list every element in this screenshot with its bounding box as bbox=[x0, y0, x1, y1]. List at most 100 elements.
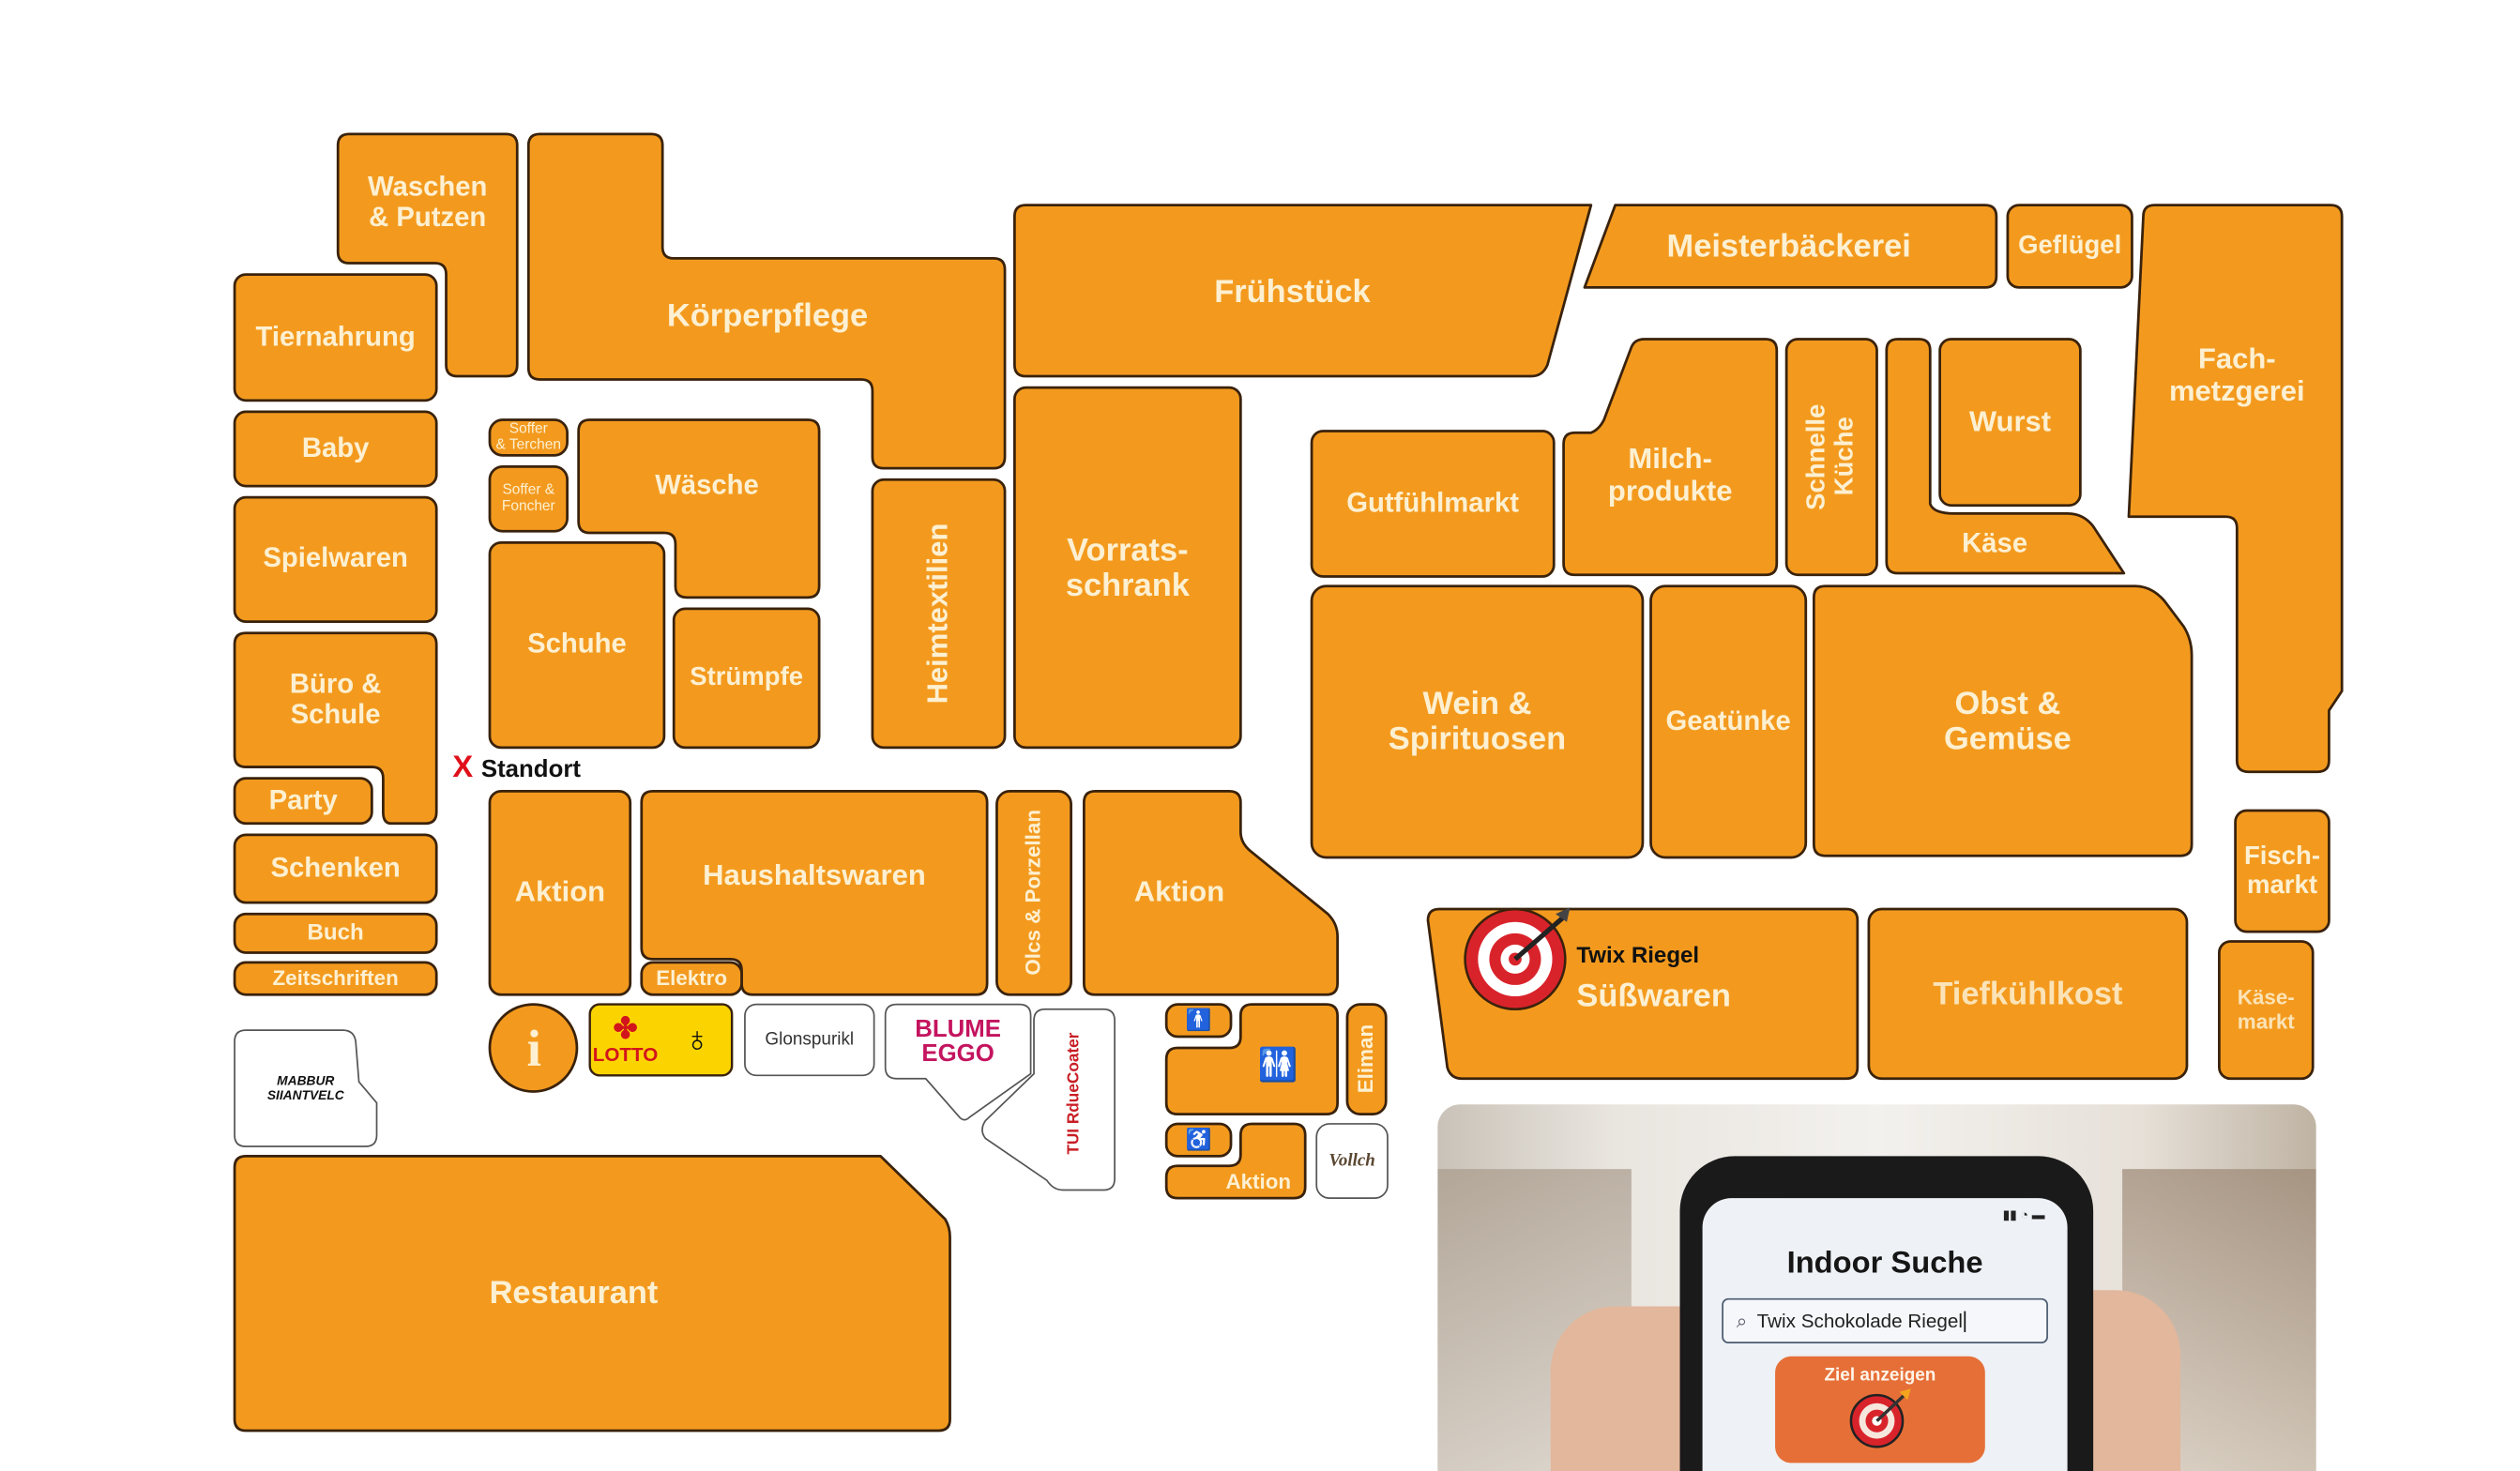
area-aktion-3[interactable] bbox=[1164, 1122, 1307, 1200]
glonspurikl-logo: Glonspurikl bbox=[765, 1030, 855, 1050]
label-koerperpflege: Körperpflege bbox=[666, 298, 869, 335]
area-milchprodukte[interactable] bbox=[1562, 338, 1779, 577]
area-elektro[interactable] bbox=[640, 961, 743, 996]
tui-shop[interactable] bbox=[981, 1008, 1116, 1191]
show-target-button[interactable]: Ziel anzeigen bbox=[1775, 1356, 1985, 1463]
area-buero-schule[interactable] bbox=[233, 631, 438, 826]
area-struempfe[interactable] bbox=[672, 607, 821, 750]
label-obst: Obst & Gemüse bbox=[1943, 686, 2072, 758]
app-title: Indoor Suche bbox=[1786, 1246, 1983, 1281]
info-point[interactable] bbox=[488, 1003, 579, 1093]
label-getraenke: Geatünke bbox=[1665, 705, 1791, 736]
label-haushaltswaren: Haushaltswaren bbox=[703, 858, 926, 892]
area-getraenke[interactable] bbox=[1649, 584, 1808, 859]
area-schuhe[interactable] bbox=[488, 540, 666, 750]
label-vorratsschrank: Vorrats- schrank bbox=[1065, 532, 1190, 603]
label-schnelle-kueche: Schnelle Küche bbox=[1803, 403, 1860, 510]
label-buch: Buch bbox=[307, 918, 364, 946]
label-porzellan: Olcs & Porzellan bbox=[1020, 810, 1045, 977]
lotto-text: LOTTO bbox=[592, 1043, 659, 1067]
area-schenken[interactable] bbox=[233, 833, 438, 904]
label-fachmetzgerei: Fach- metzgerei bbox=[2168, 342, 2305, 407]
area-obst[interactable] bbox=[1812, 584, 2194, 857]
label-zeitschriften: Zeitschriften bbox=[272, 965, 399, 990]
accessible-restroom[interactable] bbox=[1164, 1122, 1233, 1158]
label-spielwaren: Spielwaren bbox=[263, 542, 408, 574]
label-waschen-putzen: Waschen & Putzen bbox=[368, 171, 488, 233]
show-target-label: Ziel anzeigen bbox=[1824, 1366, 1936, 1386]
label-gutfuehlmarkt: Gutfühlmarkt bbox=[1346, 487, 1520, 518]
vollch-shop[interactable] bbox=[1315, 1123, 1389, 1199]
label-eliman: Eliman bbox=[1353, 1024, 1378, 1094]
label-kaesemarkt: Käse- markt bbox=[2237, 985, 2295, 1033]
label-fruehstueck: Frühstück bbox=[1214, 274, 1371, 311]
label-waesche: Wäsche bbox=[655, 469, 759, 500]
clover-icon: ✤ bbox=[613, 1011, 638, 1044]
post-horn-icon: ♁ bbox=[683, 1018, 711, 1059]
label-tiefkuehlkost: Tiefkühlkost bbox=[1933, 976, 2123, 1012]
area-soffer-terchen[interactable] bbox=[488, 418, 569, 457]
label-restaurant: Restaurant bbox=[489, 1275, 659, 1312]
area-kaese[interactable] bbox=[1885, 338, 2126, 575]
label-gefluegel: Geflügel bbox=[2018, 232, 2122, 260]
area-porzellan[interactable] bbox=[995, 790, 1072, 996]
area-fachmetzgerei[interactable] bbox=[2127, 204, 2344, 774]
blume-eggo-shop[interactable] bbox=[884, 1003, 1032, 1121]
area-waesche[interactable] bbox=[577, 418, 821, 599]
area-restaurant[interactable] bbox=[233, 1154, 951, 1433]
label-wein: Wein & Spirituosen bbox=[1388, 686, 1567, 758]
area-baby[interactable] bbox=[233, 410, 438, 488]
area-aktion-1[interactable] bbox=[488, 790, 632, 996]
marbur-logo: MABBUR SIIANTVELC bbox=[266, 1073, 344, 1103]
area-buch[interactable] bbox=[233, 912, 438, 954]
lotto-post-shop[interactable] bbox=[588, 1003, 734, 1077]
glonspurikl-shop[interactable] bbox=[744, 1003, 875, 1077]
phone-photo: ▮▮ ◔ ▬ Indoor Suche ⌕ Twix Schokolade Ri… bbox=[1437, 1104, 2316, 1471]
target-icon bbox=[1849, 1388, 1911, 1448]
area-kaesemarkt[interactable] bbox=[2218, 940, 2315, 1081]
target-icon bbox=[1464, 907, 1571, 1011]
area-fischmarkt[interactable] bbox=[2234, 809, 2330, 933]
area-wein[interactable] bbox=[1310, 584, 1645, 859]
label-wurst: Wurst bbox=[1968, 404, 2052, 437]
area-vorratsschrank[interactable] bbox=[1013, 386, 1242, 750]
blume-eggo-logo: BLUME EGGO bbox=[915, 1015, 1002, 1068]
marbur-shop[interactable] bbox=[234, 1029, 378, 1147]
restroom-men[interactable] bbox=[1164, 1003, 1233, 1039]
area-spielwaren[interactable] bbox=[233, 495, 438, 624]
label-party: Party bbox=[268, 783, 338, 815]
search-value: Twix Schokolade Riegel bbox=[1756, 1309, 1963, 1332]
area-soffer-foncher[interactable] bbox=[488, 465, 569, 533]
area-tiernahrung[interactable] bbox=[233, 273, 438, 402]
label-meisterbaeckerei: Meisterbäckerei bbox=[1666, 228, 1911, 265]
label-schenken: Schenken bbox=[270, 852, 401, 883]
label-aktion-2: Aktion bbox=[1133, 875, 1225, 908]
area-meisterbaeckerei[interactable] bbox=[1583, 204, 1998, 289]
area-party[interactable] bbox=[233, 777, 373, 826]
standort-label: Standort bbox=[480, 754, 581, 782]
area-tiefkuehlkost[interactable] bbox=[1867, 907, 2189, 1081]
label-soffer-terchen: Soffer & Terchen bbox=[495, 419, 562, 452]
area-gefluegel[interactable] bbox=[2006, 204, 2133, 289]
smartphone: ▮▮ ◔ ▬ Indoor Suche ⌕ Twix Schokolade Ri… bbox=[1679, 1156, 2094, 1471]
area-fruehstueck[interactable] bbox=[1013, 204, 1593, 378]
area-wurst[interactable] bbox=[1938, 338, 2082, 508]
area-gutfuehlmarkt[interactable] bbox=[1310, 430, 1556, 578]
area-koerperpflege[interactable] bbox=[526, 132, 1007, 470]
phone-screen: ▮▮ ◔ ▬ Indoor Suche ⌕ Twix Schokolade Ri… bbox=[1702, 1198, 2068, 1471]
location-x-icon: X bbox=[452, 751, 474, 785]
label-elektro: Elektro bbox=[656, 965, 728, 990]
area-waschen-putzen[interactable] bbox=[336, 132, 519, 378]
standort-marker: X Standort bbox=[452, 751, 581, 786]
area-aktion-2[interactable] bbox=[1083, 790, 1339, 996]
restroom-area[interactable] bbox=[1164, 1003, 1339, 1115]
area-zeitschriften[interactable] bbox=[233, 961, 438, 996]
area-heimtextilien[interactable] bbox=[871, 478, 1007, 750]
label-heimtextilien: Heimtextilien bbox=[920, 523, 954, 705]
search-input[interactable]: ⌕ Twix Schokolade Riegel bbox=[1722, 1297, 2048, 1344]
area-eliman[interactable] bbox=[1345, 1003, 1388, 1115]
label-buero-schule: Büro & Schule bbox=[289, 668, 382, 730]
label-aktion-3: Aktion bbox=[1225, 1168, 1292, 1193]
area-schnelle-kueche[interactable] bbox=[1784, 338, 1878, 577]
